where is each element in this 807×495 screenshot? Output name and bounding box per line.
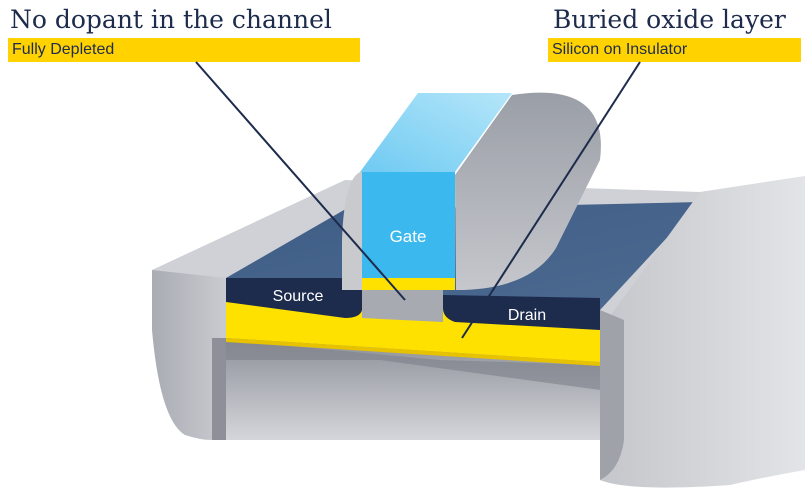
substrate-left-wall <box>152 270 226 440</box>
oxide-callout-title: Buried oxide layer <box>553 5 786 34</box>
oxide-callout-tag: Silicon on Insulator <box>548 38 801 62</box>
buried-oxide-edge <box>226 338 600 366</box>
gate-oxide <box>362 278 455 290</box>
channel-region <box>362 290 443 322</box>
gate-spacer-right <box>455 92 601 290</box>
channel-callout-title: No dopant in the channel <box>10 5 332 34</box>
gate-electrode <box>362 172 455 278</box>
drain-label: Drain <box>508 307 546 324</box>
source-label: Source <box>273 288 324 305</box>
channel-callout-tag: Fully Depleted <box>8 38 360 62</box>
cavity-back <box>226 340 600 390</box>
gate-label: Gate <box>390 227 427 246</box>
gate-top-surface <box>360 93 512 172</box>
channel-leader-line <box>195 61 406 301</box>
substrate-right-wall <box>600 176 805 488</box>
substrate-right-face <box>600 310 624 480</box>
drain-region <box>443 295 600 330</box>
substrate-left-face <box>212 338 226 440</box>
oxide-leader-line <box>461 61 641 339</box>
source-region <box>226 278 362 318</box>
gate-spacer-left <box>342 172 362 290</box>
